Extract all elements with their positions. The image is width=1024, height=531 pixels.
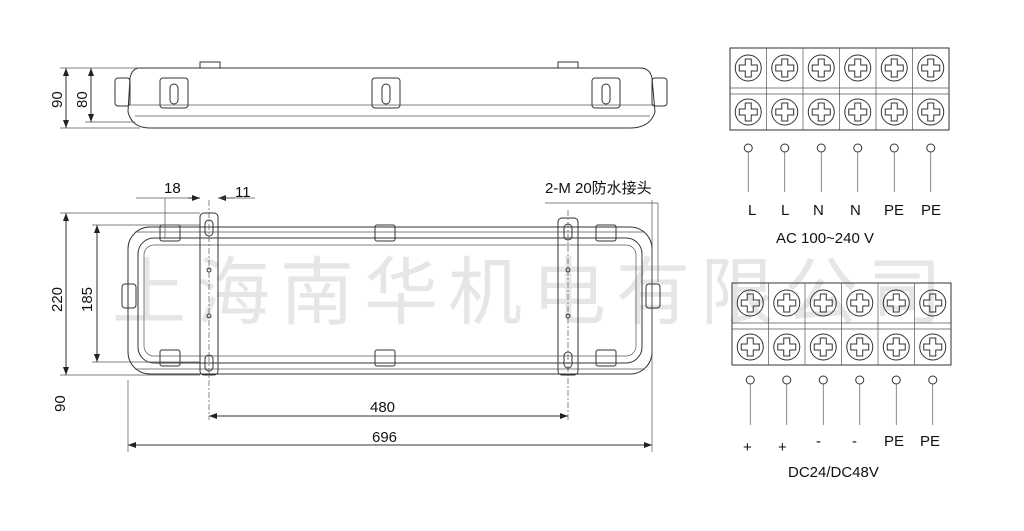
screw-icon: [736, 289, 764, 317]
screw-icon: [846, 289, 874, 317]
ac-label-1: L: [781, 202, 789, 219]
ac-label-4: PE: [884, 202, 904, 219]
screw-icon: [771, 98, 799, 126]
dc-label-3: -: [852, 433, 857, 450]
screw-icon: [809, 333, 837, 361]
wire-terminal-icon: [853, 143, 863, 153]
dc-terminal-block: [731, 282, 952, 425]
screw-icon: [919, 333, 947, 361]
dc-label-0: +: [743, 439, 752, 456]
screw-icon: [846, 333, 874, 361]
connector-note: 2-M 20防水接头: [545, 180, 652, 197]
ac-label-2: N: [813, 202, 824, 219]
screw-icon: [880, 98, 908, 126]
wire-terminal-icon: [889, 143, 899, 153]
dim-90: 90: [52, 395, 69, 412]
ac-terminal-block: [729, 47, 950, 192]
dim-18: 18: [164, 180, 181, 197]
dc-caption: DC24/DC48V: [788, 464, 879, 481]
screw-icon: [734, 98, 762, 126]
dc-label-1: +: [778, 439, 787, 456]
dim-220: 220: [49, 287, 66, 312]
screw-icon: [919, 289, 947, 317]
wire-terminal-icon: [782, 375, 792, 385]
screw-icon: [917, 98, 945, 126]
wire-terminal-icon: [928, 375, 938, 385]
wire-terminal-icon: [891, 375, 901, 385]
side-view: 90 80: [49, 61, 668, 129]
ac-label-3: N: [850, 202, 861, 219]
dc-label-2: -: [816, 433, 821, 450]
screw-icon: [917, 54, 945, 82]
dc-label-5: PE: [920, 433, 940, 450]
screw-icon: [809, 289, 837, 317]
wire-terminal-icon: [816, 143, 826, 153]
wire-terminal-icon: [855, 375, 865, 385]
dim-11: 11: [235, 184, 251, 201]
dim-185: 185: [79, 287, 96, 312]
dim-side-80: 80: [74, 91, 91, 108]
screw-icon: [880, 54, 908, 82]
dim-696: 696: [372, 429, 397, 446]
screw-icon: [773, 289, 801, 317]
screw-icon: [844, 54, 872, 82]
plan-view: 220 185 90 480 696 18 11 2-M 20防水接头: [49, 180, 661, 452]
ac-label-0: L: [748, 202, 756, 219]
dim-480: 480: [370, 399, 395, 416]
dc-label-4: PE: [884, 433, 904, 450]
wire-terminal-icon: [926, 143, 936, 153]
ac-label-5: PE: [921, 202, 941, 219]
wire-terminal-icon: [780, 143, 790, 153]
screw-icon: [807, 54, 835, 82]
screw-icon: [773, 333, 801, 361]
screw-icon: [771, 54, 799, 82]
wire-terminal-icon: [743, 143, 753, 153]
screw-icon: [844, 98, 872, 126]
screw-icon: [734, 54, 762, 82]
dim-side-90: 90: [49, 91, 66, 108]
screw-icon: [882, 289, 910, 317]
wire-terminal-icon: [818, 375, 828, 385]
screw-icon: [807, 98, 835, 126]
screw-icon: [736, 333, 764, 361]
ac-caption: AC 100~240 V: [776, 230, 874, 247]
screw-icon: [882, 333, 910, 361]
wire-terminal-icon: [745, 375, 755, 385]
